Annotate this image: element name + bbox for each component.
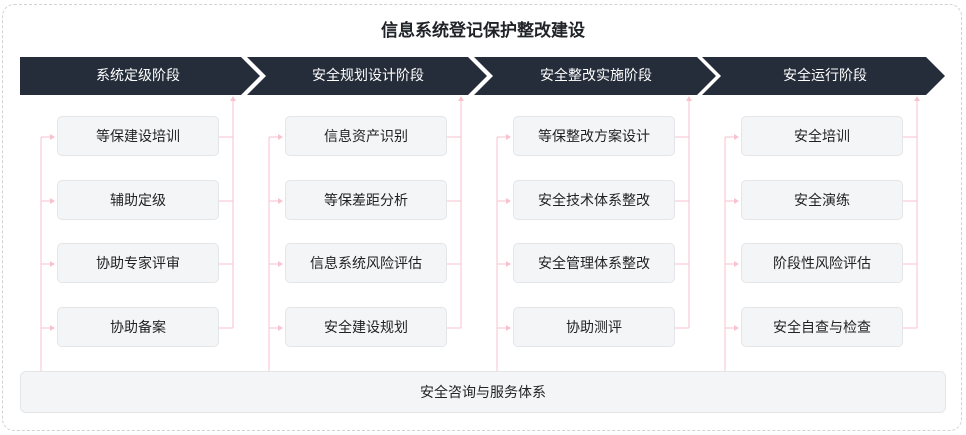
input-arrow-icon — [506, 198, 511, 204]
connector-layer — [40, 96, 920, 371]
task-box: 信息资产识别 — [285, 116, 447, 156]
input-arrow-icon — [506, 134, 511, 140]
input-arrow-icon — [278, 325, 283, 331]
up-arrow-icon — [914, 96, 920, 101]
phase-label-1: 系统定级阶段 — [96, 68, 180, 84]
task-box: 辅助定级 — [57, 180, 219, 220]
task-box: 阶段性风险评估 — [741, 243, 903, 283]
task-box: 等保差距分析 — [285, 180, 447, 220]
task-box: 协助测评 — [513, 307, 675, 347]
input-arrow-icon — [50, 325, 55, 331]
diagram-title: 信息系统登记保护整改建设 — [381, 21, 585, 41]
up-arrow-icon — [458, 96, 464, 101]
phase-chevron-2 — [247, 57, 487, 95]
task-box: 等保整改方案设计 — [513, 116, 675, 156]
input-arrow-icon — [50, 198, 55, 204]
input-arrow-icon — [50, 261, 55, 267]
diagram-frame — [2, 4, 962, 431]
phase-chevron-3 — [474, 57, 716, 95]
task-box: 等保建设培训 — [57, 116, 219, 156]
input-arrow-icon — [278, 261, 283, 267]
phase-label-3: 安全整改实施阶段 — [540, 68, 652, 84]
input-arrow-icon — [506, 325, 511, 331]
service-system-bar: 安全咨询与服务体系 — [20, 371, 946, 413]
phase-chevron-4 — [702, 57, 945, 95]
task-box: 安全自查与检查 — [741, 307, 903, 347]
input-arrow-icon — [734, 198, 739, 204]
input-arrow-icon — [734, 325, 739, 331]
task-box: 安全建设规划 — [285, 307, 447, 347]
input-arrow-icon — [278, 198, 283, 204]
up-arrow-icon — [230, 96, 236, 101]
phase-label-2: 安全规划设计阶段 — [312, 68, 424, 84]
task-box: 协助备案 — [57, 307, 219, 347]
input-arrow-icon — [734, 134, 739, 140]
phase-chevron-1 — [20, 57, 260, 95]
input-arrow-icon — [506, 261, 511, 267]
task-box: 安全演练 — [741, 180, 903, 220]
up-arrow-icon — [686, 96, 692, 101]
task-box: 安全管理体系整改 — [513, 243, 675, 283]
input-arrow-icon — [278, 134, 283, 140]
input-arrow-icon — [50, 134, 55, 140]
task-box: 协助专家评审 — [57, 243, 219, 283]
task-box: 安全培训 — [741, 116, 903, 156]
task-box: 安全技术体系整改 — [513, 180, 675, 220]
task-box: 信息系统风险评估 — [285, 243, 447, 283]
phase-label-4: 安全运行阶段 — [783, 68, 867, 84]
input-arrow-icon — [734, 261, 739, 267]
